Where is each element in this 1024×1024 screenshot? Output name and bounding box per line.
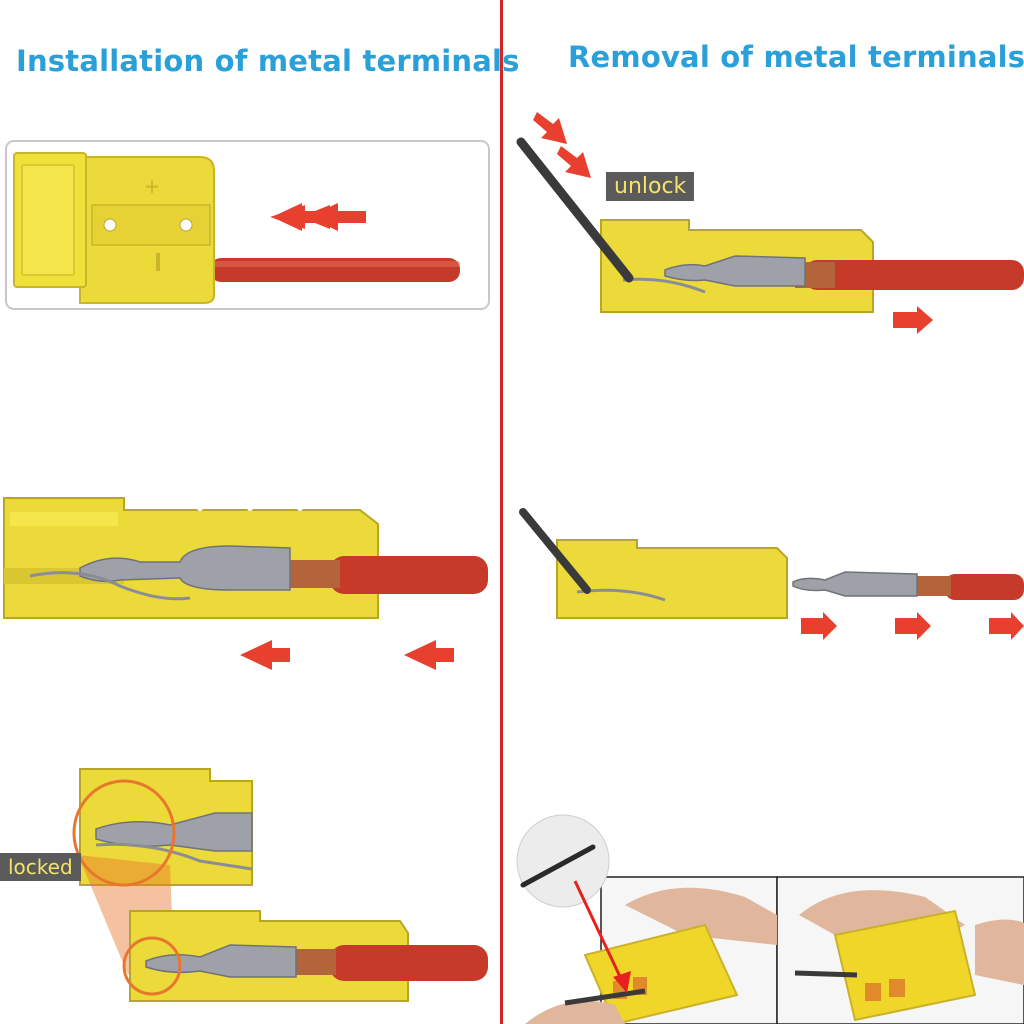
svg-text:+: +	[144, 174, 161, 198]
finger	[975, 919, 1024, 985]
unlock-label: unlock	[606, 172, 695, 201]
metal-terminal	[664, 255, 806, 287]
metal-terminal	[145, 944, 297, 978]
center-divider	[500, 0, 503, 1024]
red-cable	[945, 574, 1024, 600]
arrow-right-icon	[801, 612, 837, 640]
removal-title: Removal of metal terminals	[568, 40, 1024, 74]
hole-left	[103, 218, 117, 232]
arrow-left-icon	[308, 203, 366, 231]
screwdriver-tool	[519, 508, 591, 594]
screwdriver-tool	[516, 137, 634, 283]
terminal-insertion-cutaway	[3, 497, 488, 670]
arrow-left-icon	[240, 640, 290, 670]
zoom-circle-small	[122, 936, 182, 996]
metal-terminal	[792, 571, 918, 597]
installation-title: Installation of metal terminals	[16, 44, 520, 78]
arrow-right-icon	[989, 612, 1024, 640]
arrow-left-icon	[272, 203, 328, 231]
red-cable	[330, 556, 488, 594]
hole-right	[179, 218, 193, 232]
screwdriver-tip	[520, 844, 596, 888]
terminal-removal-illustration	[519, 508, 1024, 640]
locked-terminal-detail	[72, 768, 488, 1002]
connector-housing-cutaway	[556, 539, 788, 619]
arrow-down-icon	[613, 971, 631, 993]
arrow-right-icon	[895, 612, 931, 640]
finger	[525, 1000, 625, 1024]
hands-removal-photos	[516, 814, 1024, 1024]
connector-with-cable-illustration: +	[5, 140, 490, 310]
zoom-circle-large	[72, 779, 176, 887]
yellow-connector-photo	[583, 923, 739, 1024]
finger	[625, 887, 777, 945]
arrow-down-right-icon	[557, 146, 591, 178]
arrow-right-icon	[893, 306, 933, 334]
red-cable	[330, 945, 488, 981]
copper-strands	[290, 560, 340, 588]
arrow-down-right-icon	[533, 112, 567, 144]
pointer-arrow-line	[573, 880, 625, 984]
red-cable	[805, 260, 1024, 290]
locked-label: locked	[0, 853, 81, 881]
locking-spring	[29, 571, 191, 601]
unlock-terminal-illustration	[516, 112, 1024, 334]
arrow-left-icon	[404, 640, 454, 670]
